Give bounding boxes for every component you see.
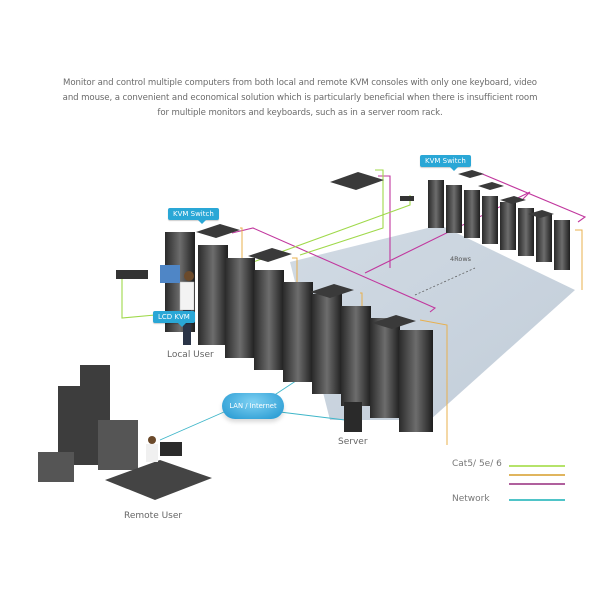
server-label: Server bbox=[338, 437, 368, 447]
remote-user-label: Remote User bbox=[124, 511, 183, 521]
legend-line-green bbox=[509, 465, 565, 467]
lan-internet-cloud: LAN / Internet bbox=[222, 393, 284, 419]
magenta-cable-4 bbox=[378, 175, 391, 268]
orange-cable bbox=[240, 227, 243, 268]
local-user-figure bbox=[179, 271, 195, 345]
magenta-cable-3 bbox=[479, 172, 587, 223]
network-cable-3 bbox=[279, 411, 346, 421]
kvm-extender-left bbox=[116, 270, 148, 279]
green-cable bbox=[121, 278, 156, 319]
local-user-label: Local User bbox=[167, 350, 214, 360]
intro-text: Monitor and control multiple computers f… bbox=[62, 78, 538, 118]
orange-cable-2 bbox=[292, 257, 298, 290]
server-rack-row-right bbox=[428, 180, 570, 270]
kvm-switch-tag-left: KVM Switch bbox=[168, 208, 219, 224]
magenta-cable-2 bbox=[364, 191, 531, 274]
kvm-switch-tag-right: KVM Switch bbox=[420, 155, 471, 171]
remote-user-figure bbox=[146, 436, 182, 462]
legend-label-cat5: Cat5/ 5e/ 6 bbox=[452, 459, 502, 469]
office-buildings bbox=[38, 365, 138, 482]
orange-cable-4 bbox=[419, 319, 448, 445]
kvm-extender-right bbox=[400, 196, 414, 201]
remote-desk-floor bbox=[105, 460, 212, 500]
orange-cable-5 bbox=[575, 229, 583, 290]
legend-line-orange bbox=[509, 474, 565, 476]
rows-dashed-line bbox=[414, 267, 476, 296]
lcd-kvm-screen bbox=[160, 265, 180, 283]
green-cable-3 bbox=[299, 169, 384, 256]
legend-label-network: Network bbox=[452, 494, 490, 504]
lcd-kvm-tag: LCD KVM bbox=[153, 311, 195, 327]
legend-line-magenta bbox=[509, 483, 565, 485]
rows-label: 4Rows bbox=[450, 255, 472, 263]
server-icon bbox=[344, 402, 362, 432]
legend-line-cyan bbox=[509, 499, 565, 501]
kvm-switch-devices bbox=[196, 170, 554, 329]
